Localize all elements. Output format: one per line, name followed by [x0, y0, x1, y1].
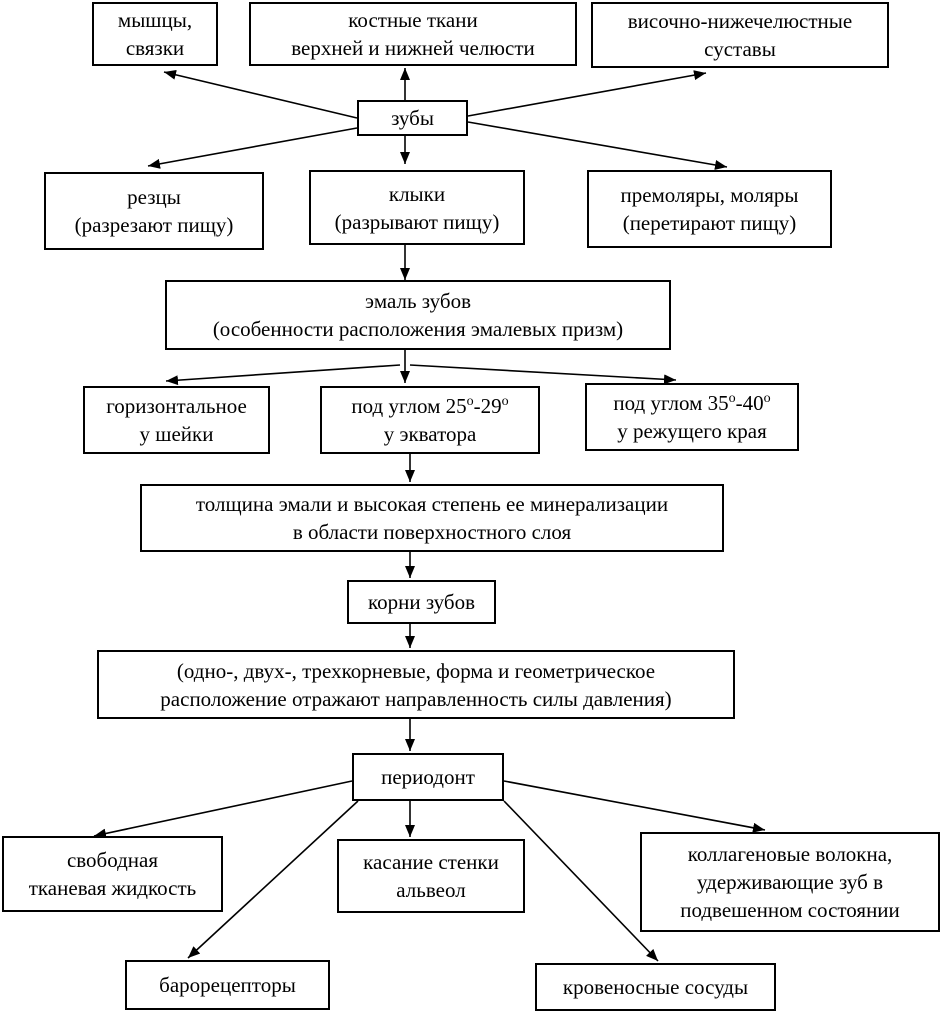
arrow-teeth-to-incisors [147, 127, 358, 169]
angle-text: под углом 25 [351, 394, 467, 418]
node-teeth: зубы [357, 100, 468, 136]
label-line: тканевая жидкость [28, 876, 197, 900]
angle-text: -29 [473, 394, 502, 418]
arrow-teeth-to-molars [467, 121, 728, 170]
degree-sup: о [763, 391, 771, 406]
label-line: эмаль зубов [365, 289, 471, 313]
node-canines: клыки (разрывают пищу) [309, 170, 525, 245]
label-line: расположение отражают направленность сил… [160, 686, 672, 711]
node-roots: корни зубов [347, 580, 496, 624]
angle-text: под углом 35 [613, 391, 729, 415]
node-enamel-thickness: толщина эмали и высокая степень ее минер… [140, 484, 724, 552]
label-line: клыки [388, 181, 446, 206]
label-line: височно-нижечелюстные [627, 9, 853, 33]
label-line: корни зубов [367, 590, 476, 614]
label-line: зубы [391, 106, 434, 130]
node-molars: премоляры, моляры (перетирают пищу) [587, 170, 832, 248]
label-line: у шейки [139, 422, 214, 446]
label-line: свободная [66, 848, 159, 872]
node-collagen-fibers: коллагеновые волокна, удерживающие зуб в… [640, 832, 940, 932]
label-line: под углом 35о-40о [613, 389, 770, 417]
label-line: горизонтальное [106, 394, 247, 418]
label-line: мышцы, [117, 8, 193, 32]
arrow-periodont-to-vessels [503, 800, 659, 962]
arrow-teeth-to-tmj [467, 70, 707, 117]
label-line: удерживающие зуб в [697, 870, 883, 894]
node-alveoli-contact: касание стенки альвеол [337, 839, 525, 913]
node-roots-description: (одно-, двух-, трехкорневые, форма и гео… [97, 650, 735, 719]
label-line: связки [125, 36, 185, 60]
degree-sup: о [466, 394, 474, 409]
label-line: кровеносные сосуды [562, 975, 749, 999]
degree-sup: о [728, 391, 736, 406]
node-horizontal: горизонтальное у шейки [83, 386, 270, 454]
label-line: премоляры, моляры [620, 183, 799, 207]
node-baroreceptors: барорецепторы [125, 960, 330, 1010]
label-line: (перетирают пищу) [622, 211, 797, 235]
degree-sup: о [501, 394, 509, 409]
arrow-enamel-to-horizontal [165, 364, 401, 386]
label-line: периодонт [381, 765, 475, 789]
label-line: под углом 25о-29о [351, 392, 508, 420]
label-line: альвеол [396, 878, 466, 902]
node-equator-angle: под углом 25о-29о у экватора [320, 386, 540, 454]
node-muscles-ligaments: мышцы, связки [92, 2, 218, 66]
label-line: костные ткани [348, 8, 478, 32]
arrow-enamel-to-edge [409, 364, 677, 385]
arrow-teeth-to-muscles [163, 69, 358, 119]
node-blood-vessels: кровеносные сосуды [535, 963, 776, 1011]
label-line: у режущего края [617, 419, 767, 443]
node-enamel: эмаль зубов (особенности расположения эм… [165, 280, 671, 350]
label-line: суставы [704, 37, 776, 61]
node-tmj: височно-нижечелюстные суставы [591, 2, 889, 68]
label-line: толщина эмали и высокая степень ее минер… [195, 492, 669, 516]
node-tissue-fluid: свободная тканевая жидкость [2, 836, 223, 912]
arrow-periodont-to-baro [187, 800, 359, 959]
node-edge-angle: под углом 35о-40о у режущего края [585, 383, 799, 451]
label-line: у экватора [383, 422, 477, 446]
label-line: (особенности расположения эмалевых призм… [212, 317, 624, 341]
label-line: барорецепторы [159, 973, 296, 997]
node-periodont: периодонт [352, 753, 504, 801]
angle-text: -40 [735, 391, 764, 415]
label-line: резцы [127, 185, 181, 209]
label-line: подвешенном состоянии [680, 898, 900, 922]
node-incisors: резцы (разрезают пищу) [44, 172, 264, 250]
label-line: верхней и нижней челюсти [291, 36, 535, 60]
label-line: касание стенки [363, 850, 499, 874]
label-line: (разрывают пищу) [334, 209, 500, 234]
label-line: в области поверхностного слоя [292, 520, 572, 544]
label-line: коллагеновые волокна, [687, 842, 893, 866]
label-line: (одно-, двух-, трехкорневые, форма и гео… [176, 658, 656, 683]
label-line: (разрезают пищу) [74, 213, 234, 237]
arrow-periodont-to-collagen [503, 780, 766, 833]
arrow-periodont-to-fluid [93, 780, 353, 839]
node-bone-tissue: костные ткани верхней и нижней челюсти [249, 2, 577, 66]
